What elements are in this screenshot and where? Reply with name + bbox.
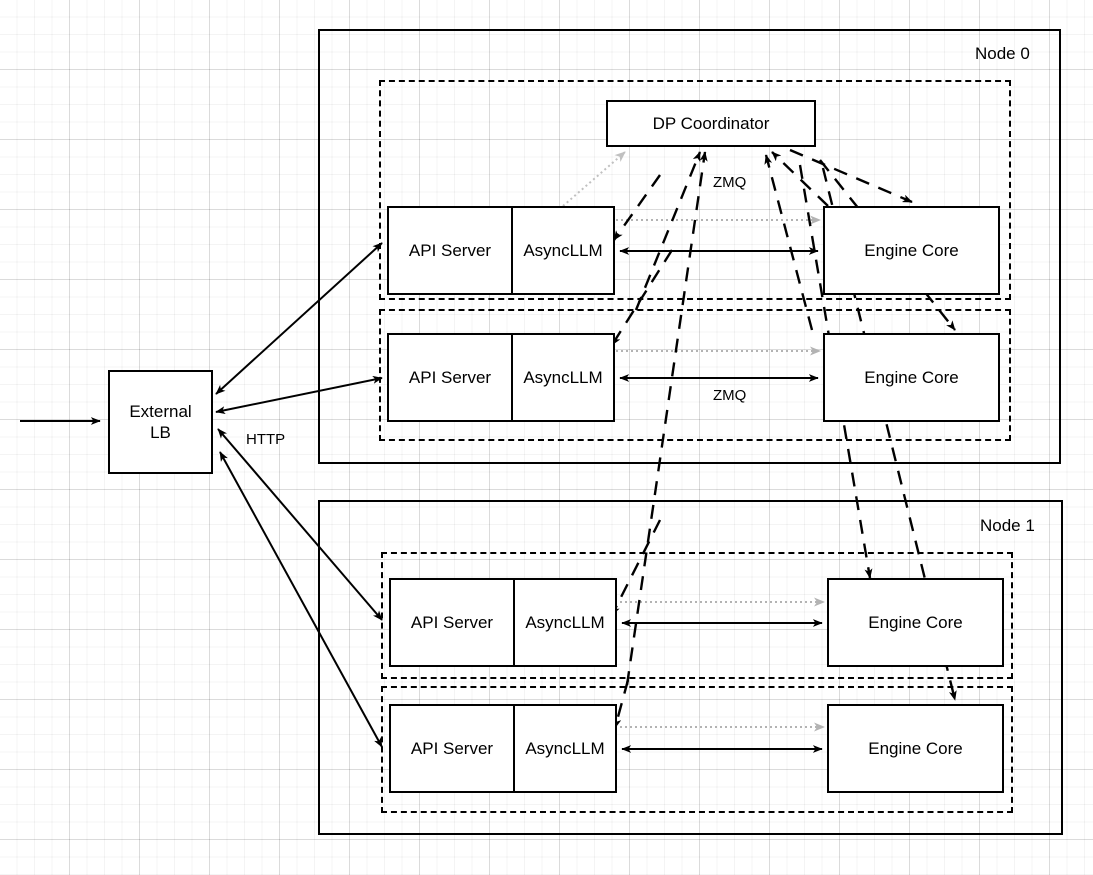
api-server-block-node1-0[interactable]: API Server AsyncLLM xyxy=(389,578,617,667)
external-lb-label-line2: LB xyxy=(150,423,171,442)
api-server-block-node0-0[interactable]: API Server AsyncLLM xyxy=(387,206,615,295)
external-lb-box[interactable]: External LB xyxy=(108,370,213,474)
api-server-label-node1-0: API Server xyxy=(391,580,515,665)
async-llm-label-node0-0: AsyncLLM xyxy=(523,240,603,260)
api-server-label-node1-1: API Server xyxy=(391,706,515,791)
async-llm-label-node1-0: AsyncLLM xyxy=(525,612,605,632)
node-label-1: Node 1 xyxy=(980,516,1035,535)
node-container-1 xyxy=(318,500,1063,835)
engine-core-node0-1[interactable]: Engine Core xyxy=(823,333,1000,422)
api-server-label-node0-1: API Server xyxy=(389,335,513,420)
dp-group-node1-1 xyxy=(381,686,1013,813)
http-label: HTTP xyxy=(246,431,286,448)
zmq-label-coordinator: ZMQ xyxy=(713,174,747,191)
api-server-block-node0-1[interactable]: API Server AsyncLLM xyxy=(387,333,615,422)
dp-group-node0-0 xyxy=(379,80,1011,300)
dp-coordinator-box[interactable]: DP Coordinator xyxy=(606,100,816,147)
engine-core-node0-0[interactable]: Engine Core xyxy=(823,206,1000,295)
node-container-0 xyxy=(318,29,1061,464)
zmq-label-node0-1: ZMQ xyxy=(713,387,747,404)
engine-core-node1-0[interactable]: Engine Core xyxy=(827,578,1004,667)
engine-core-node1-1[interactable]: Engine Core xyxy=(827,704,1004,793)
dp-group-node1-0 xyxy=(381,552,1013,679)
async-llm-label-node1-1: AsyncLLM xyxy=(525,738,605,758)
api-server-label-node0-0: API Server xyxy=(389,208,513,293)
async-llm-label-node0-1: AsyncLLM xyxy=(523,367,603,387)
api-server-block-node1-1[interactable]: API Server AsyncLLM xyxy=(389,704,617,793)
node-label-0: Node 0 xyxy=(975,44,1030,63)
dp-group-node0-1 xyxy=(379,309,1011,441)
external-lb-label-line1: External xyxy=(129,401,192,421)
